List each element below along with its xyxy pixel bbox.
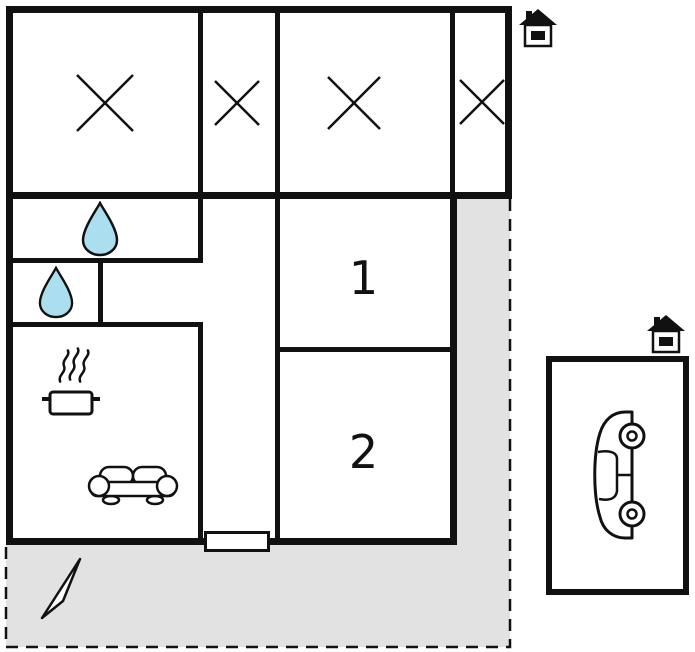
wall-livingroom-top (6, 322, 203, 327)
wall-corridor-right (275, 199, 280, 538)
plot-area-bottom (6, 545, 510, 647)
wall-bathroom1-bottom (6, 258, 203, 263)
north-arrow-icon (40, 557, 82, 620)
wall-outer-left (6, 6, 13, 545)
wall-bathroom2-right (98, 263, 103, 324)
house-icon (519, 9, 557, 48)
car-icon (593, 410, 646, 540)
wall-top-divider-1 (198, 13, 203, 192)
room-1-label: 1 (348, 251, 379, 305)
wall-corridor-left-upper (198, 199, 203, 260)
wall-top-divider-3 (450, 13, 455, 192)
wall-top-divider-2 (275, 13, 280, 192)
x-mark-icon (459, 79, 505, 125)
wall-mid-horizontal (6, 192, 512, 199)
x-mark-icon (214, 80, 260, 126)
sofa-icon (87, 465, 179, 506)
water-drop-icon (38, 266, 74, 319)
x-mark-icon (327, 76, 381, 130)
room-2-label: 2 (348, 425, 379, 479)
house-icon (647, 315, 685, 354)
plot-area-right (457, 199, 510, 545)
entrance-door (204, 531, 270, 552)
wall-rooms-divider (280, 347, 450, 352)
water-drop-icon (81, 201, 119, 257)
wall-outer-right-upper (505, 6, 512, 196)
wall-outer-top (6, 6, 512, 13)
x-mark-icon (76, 74, 134, 132)
cooking-pot-icon (42, 347, 100, 416)
wall-corridor-left-lower (198, 327, 203, 538)
wall-outer-right-lower (450, 192, 457, 545)
